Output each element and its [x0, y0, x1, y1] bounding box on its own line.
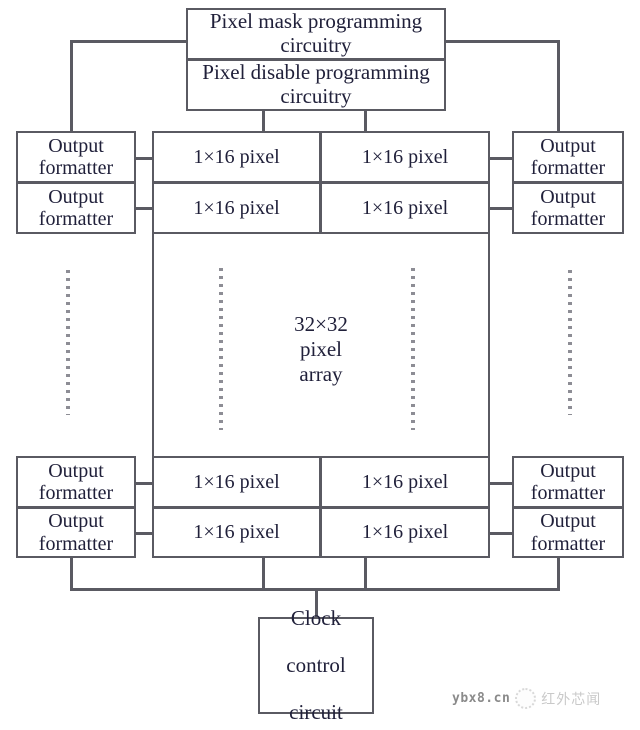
wire-bus-to-clock [315, 588, 318, 618]
pixel-array-label: 32×32 pixel array [251, 312, 391, 388]
pixel-cell-top-left-2[interactable]: 1×16 pixel [152, 182, 321, 234]
output-formatter-bottom-left-1[interactable]: Output formatter [16, 456, 136, 508]
pixel-cell-bottom-left-1[interactable]: 1×16 pixel [152, 456, 321, 508]
watermark-name: 红外芯闻 [541, 691, 602, 708]
pixel-cell-label: 1×16 pixel [193, 196, 280, 219]
wire-top-right-down [557, 40, 560, 132]
clock-label-line1: Clock [290, 605, 342, 630]
watermark: ybx8.cn 红外芯闻 [452, 688, 601, 709]
output-formatter-top-left-1[interactable]: Output formatter [16, 131, 136, 183]
output-formatter-label: Output formatter [38, 510, 114, 555]
pixel-cell-label: 1×16 pixel [361, 196, 449, 219]
pixel-cell-label: 1×16 pixel [361, 521, 449, 544]
output-formatter-top-right-2[interactable]: Output formatter [512, 182, 624, 234]
clock-control-circuit-block[interactable]: Clock control circuit [258, 606, 374, 723]
output-formatter-label: Output formatter [38, 459, 114, 504]
output-formatter-bottom-left-2[interactable]: Output formatter [16, 507, 136, 558]
pixel-cell-top-right-2[interactable]: 1×16 pixel [320, 182, 490, 234]
pixel-cell-bottom-right-2[interactable]: 1×16 pixel [320, 507, 490, 558]
output-formatter-bottom-right-2[interactable]: Output formatter [512, 507, 624, 558]
pixel-cell-bottom-right-1[interactable]: 1×16 pixel [320, 456, 490, 508]
output-formatter-top-left-2[interactable]: Output formatter [16, 182, 136, 234]
ellipsis-dots-array-right [411, 268, 415, 430]
pixel-array-label-line1: 32×32 [294, 312, 348, 336]
output-formatter-bottom-right-1[interactable]: Output formatter [512, 456, 624, 508]
pixel-cell-label: 1×16 pixel [361, 470, 449, 493]
wire-top-left-down [70, 40, 73, 132]
pixel-cell-label: 1×16 pixel [193, 521, 280, 544]
pixel-cell-top-right-1[interactable]: 1×16 pixel [320, 131, 490, 183]
wire-array-to-of-br2 [488, 532, 514, 535]
wire-bottom-stub-right [364, 556, 367, 590]
wire-top-bus-left [70, 40, 190, 43]
wire-array-to-of-tr2 [488, 207, 514, 210]
wire-bottom-right-down [557, 556, 560, 591]
wire-array-to-of-br1 [488, 482, 514, 485]
wire-of-tl2-to-array [135, 207, 154, 210]
ellipsis-dots-array-left [219, 268, 223, 430]
clock-control-circuit-label: Clock control circuit [260, 605, 372, 725]
pixel-cell-label: 1×16 pixel [193, 145, 280, 168]
wire-bottom-left-down [70, 556, 73, 591]
wire-array-to-of-tr1 [488, 157, 514, 160]
output-formatter-label: Output formatter [38, 185, 114, 230]
output-formatter-label: Output formatter [530, 185, 606, 230]
pixel-array-label-line3: array [299, 362, 343, 387]
watermark-url: ybx8.cn [452, 691, 511, 706]
output-formatter-label: Output formatter [530, 510, 606, 555]
wire-of-bl1-to-array [135, 482, 154, 485]
clock-label-line2: control [286, 652, 346, 677]
pixel-cell-label: 1×16 pixel [193, 470, 280, 493]
wire-of-bl2-to-array [135, 532, 154, 535]
pixel-mask-programming-circuitry-block[interactable]: Pixel mask programming circuitry [186, 8, 446, 60]
pixel-disable-label: Pixel disable programming circuitry [202, 60, 430, 108]
wire-top-stub-right [364, 110, 367, 134]
ellipsis-dots-far-left [66, 270, 70, 415]
pixel-cell-bottom-left-2[interactable]: 1×16 pixel [152, 507, 321, 558]
output-formatter-label: Output formatter [530, 134, 606, 179]
watermark-logo-icon [515, 688, 537, 709]
output-formatter-label: Output formatter [38, 134, 114, 179]
clock-label-line3: circuit [289, 699, 343, 724]
wire-bottom-stub-left [262, 556, 265, 590]
output-formatter-label: Output formatter [530, 459, 606, 504]
ellipsis-dots-far-right [568, 270, 572, 415]
wire-top-bus-right [443, 40, 560, 43]
pixel-disable-programming-circuitry-block[interactable]: Pixel disable programming circuitry [186, 59, 446, 111]
pixel-cell-label: 1×16 pixel [361, 145, 449, 168]
wire-top-stub-left [262, 110, 265, 134]
output-formatter-top-right-1[interactable]: Output formatter [512, 131, 624, 183]
pixel-cell-top-left-1[interactable]: 1×16 pixel [152, 131, 321, 183]
wire-of-tl1-to-array [135, 157, 154, 160]
pixel-mask-label: Pixel mask programming circuitry [209, 9, 423, 57]
pixel-array-label-line2: pixel [300, 337, 342, 362]
